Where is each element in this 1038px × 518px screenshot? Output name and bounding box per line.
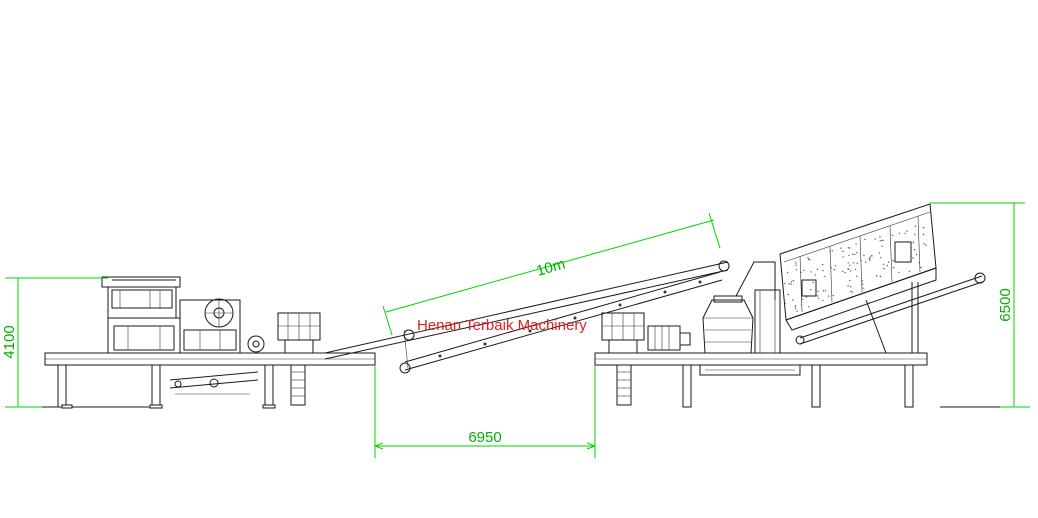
dimension-height-right: 6500 <box>930 202 1030 408</box>
jaw-crusher-unit <box>44 276 376 409</box>
dimension-label-height-left: 4100 <box>1 325 18 358</box>
cone-crusher-screen-unit <box>594 203 986 408</box>
dimension-height-left: 4100 <box>1 277 108 408</box>
dimension-conveyor-length: 10m <box>382 212 721 336</box>
watermark-text: Henan Terbaik Machinery <box>417 317 587 334</box>
belt-conveyor <box>324 260 730 374</box>
dimension-gap: 6950 <box>374 365 596 458</box>
dimension-label-gap: 6950 <box>468 429 501 446</box>
screen-mesh-dots <box>784 225 927 312</box>
dimension-label-height-right: 6500 <box>997 288 1014 321</box>
dimension-label-conveyor-length: 10m <box>534 256 567 280</box>
